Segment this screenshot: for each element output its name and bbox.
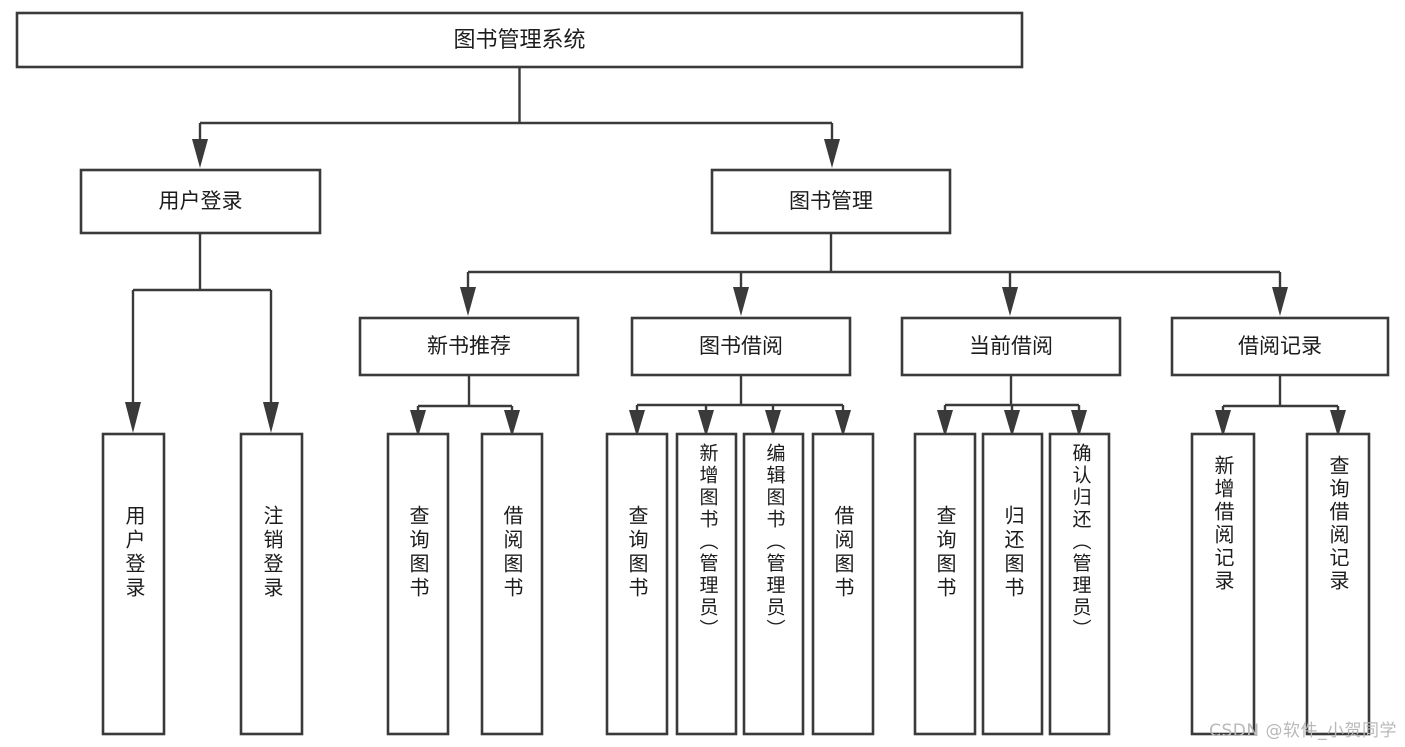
arrowhead-leaf-confirm-return bbox=[1071, 410, 1087, 437]
root-box bbox=[15, 11, 1024, 69]
arrowhead-book-borrow bbox=[733, 287, 749, 316]
leaf-box-borrow-book-2[interactable] bbox=[811, 432, 875, 736]
arrowhead-leaf-user-login bbox=[125, 402, 141, 433]
node-book-borrow[interactable]: 图书借阅 bbox=[630, 316, 852, 377]
new-book-recommend-label: 新书推荐 bbox=[427, 334, 511, 358]
leaf-box-query-book-1[interactable] bbox=[386, 432, 450, 736]
book-management-label: 图书管理 bbox=[789, 189, 873, 213]
arrowhead-leaf-add-record bbox=[1215, 410, 1231, 437]
arrowhead-leaf-logout-login bbox=[263, 402, 279, 433]
user-login-label: 用户登录 bbox=[159, 189, 243, 213]
arrowhead-leaf-add-book bbox=[698, 410, 714, 437]
arrowhead-leaf-query-record bbox=[1330, 410, 1346, 437]
node-current-borrow[interactable]: 当前借阅 bbox=[900, 316, 1122, 377]
leaf-box-query-record[interactable] bbox=[1305, 432, 1371, 736]
book-borrow-label: 图书借阅 bbox=[699, 334, 783, 358]
borrow-record-label: 借阅记录 bbox=[1238, 334, 1322, 358]
leaf-box-borrow-book-1[interactable] bbox=[480, 432, 544, 736]
arrowhead-leaf-borrow-book-1 bbox=[504, 410, 520, 437]
node-borrow-record[interactable]: 借阅记录 bbox=[1170, 316, 1390, 377]
node-root[interactable]: 图书管理系统 bbox=[15, 11, 1024, 69]
leaf-box-edit-book[interactable] bbox=[742, 432, 805, 736]
arrowhead-leaf-query-book-2 bbox=[629, 410, 645, 437]
node-user-login[interactable]: 用户登录 bbox=[79, 168, 322, 235]
borrow-record-box bbox=[1170, 316, 1390, 377]
leaf-box-query-book-3[interactable] bbox=[913, 432, 977, 736]
arrowhead-leaf-query-book-1 bbox=[410, 410, 426, 437]
leaf-box-confirm-return[interactable] bbox=[1048, 432, 1111, 736]
arrowhead-new-book-recommend bbox=[460, 287, 476, 316]
root-label: 图书管理系统 bbox=[453, 28, 585, 53]
arrowhead-leaf-edit-book bbox=[765, 410, 781, 437]
arrowhead-user-login bbox=[192, 139, 208, 168]
arrowhead-leaf-query-book-3 bbox=[937, 410, 953, 437]
watermark-text: CSDN @软件_小贺同学 bbox=[1209, 721, 1397, 741]
new-book-recommend-box bbox=[358, 316, 580, 377]
leaf-box-user-login[interactable] bbox=[101, 432, 166, 736]
arrowhead-borrow-record bbox=[1272, 287, 1288, 316]
current-borrow-label: 当前借阅 bbox=[969, 334, 1053, 358]
arrowhead-current-borrow bbox=[1002, 287, 1018, 316]
leaf-box-query-book-2[interactable] bbox=[605, 432, 669, 736]
node-new-book-recommend[interactable]: 新书推荐 bbox=[358, 316, 580, 377]
current-borrow-box bbox=[900, 316, 1122, 377]
leaf-box-return-book[interactable] bbox=[981, 432, 1044, 736]
leaf-box-add-record[interactable] bbox=[1190, 432, 1256, 736]
book-borrow-box bbox=[630, 316, 852, 377]
leaf-box-add-book[interactable] bbox=[675, 432, 738, 736]
book-management-box bbox=[710, 168, 952, 235]
arrowhead-leaf-borrow-book-2 bbox=[835, 410, 851, 437]
leaf-box-logout-login[interactable] bbox=[239, 432, 304, 736]
node-book-management[interactable]: 图书管理 bbox=[710, 168, 952, 235]
arrowhead-book-management bbox=[824, 139, 840, 168]
arrowhead-leaf-return-book bbox=[1004, 410, 1020, 437]
